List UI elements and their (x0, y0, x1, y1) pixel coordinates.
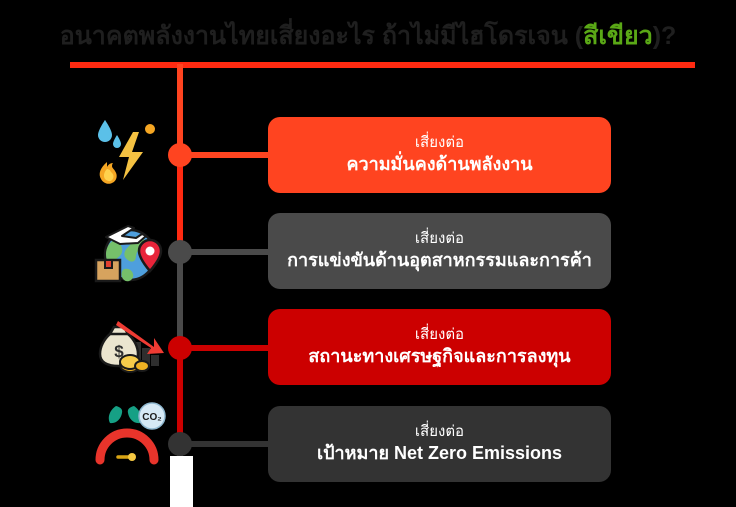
timeline-spine-segment-0 (177, 64, 183, 156)
svg-text:CO₂: CO₂ (142, 412, 161, 423)
co2-gauge-icon: CO₂ (88, 398, 172, 482)
risk-card-kicker: เสี่ยงต่อ (414, 326, 465, 344)
page-title: อนาคตพลังงานไทยเสี่ยงอะไร ถ้าไม่มีไฮโดรเ… (0, 16, 736, 56)
risk-card-title: เป้าหมาย Net Zero Emissions (316, 442, 563, 463)
page-title-suffix: )? (652, 21, 677, 50)
timeline-spine-segment-2 (177, 250, 183, 348)
risk-card-title: การแข่งขันด้านอุตสาหกรรมและการค้า (287, 249, 592, 270)
risk-card-kicker: เสี่ยงต่อ (414, 423, 465, 441)
risk-card-energy-security[interactable]: เสี่ยงต่อ ความมั่นคงด้านพลังงาน (268, 117, 611, 193)
timeline-connector-economy-investment (188, 345, 274, 351)
risk-card-kicker: เสี่ยงต่อ (414, 134, 465, 152)
timeline-connector-industry-trade (188, 249, 274, 255)
page-title-accent: สีเขียว (583, 21, 653, 50)
risk-card-net-zero[interactable]: เสี่ยงต่อ เป้าหมาย Net Zero Emissions (268, 406, 611, 482)
bottom-white-block (170, 456, 193, 507)
risk-card-industry-trade[interactable]: เสี่ยงต่อ การแข่งขันด้านอุตสาหกรรมและการ… (268, 213, 611, 289)
timeline-connector-net-zero (188, 441, 274, 447)
risk-card-economy-investment[interactable]: เสี่ยงต่อ สถานะทางเศรษฐกิจและการลงทุน (268, 309, 611, 385)
global-trade-icon (88, 212, 172, 296)
page-title-prefix: อนาคตพลังงานไทยเสี่ยงอะไร ถ้าไม่มีไฮโดรเ… (59, 21, 584, 50)
risk-card-title: สถานะทางเศรษฐกิจและการลงทุน (308, 345, 571, 366)
economic-decline-icon: $ (88, 308, 172, 392)
energy-mix-icon (88, 110, 172, 194)
timeline-spine-segment-1 (177, 154, 183, 252)
svg-text:$: $ (114, 342, 124, 361)
timeline-connector-energy-security (188, 152, 274, 158)
risk-card-kicker: เสี่ยงต่อ (414, 230, 465, 248)
title-underline-rule (70, 62, 695, 68)
risk-card-title: ความมั่นคงด้านพลังงาน (346, 153, 533, 174)
timeline-spine-segment-3 (177, 346, 183, 442)
